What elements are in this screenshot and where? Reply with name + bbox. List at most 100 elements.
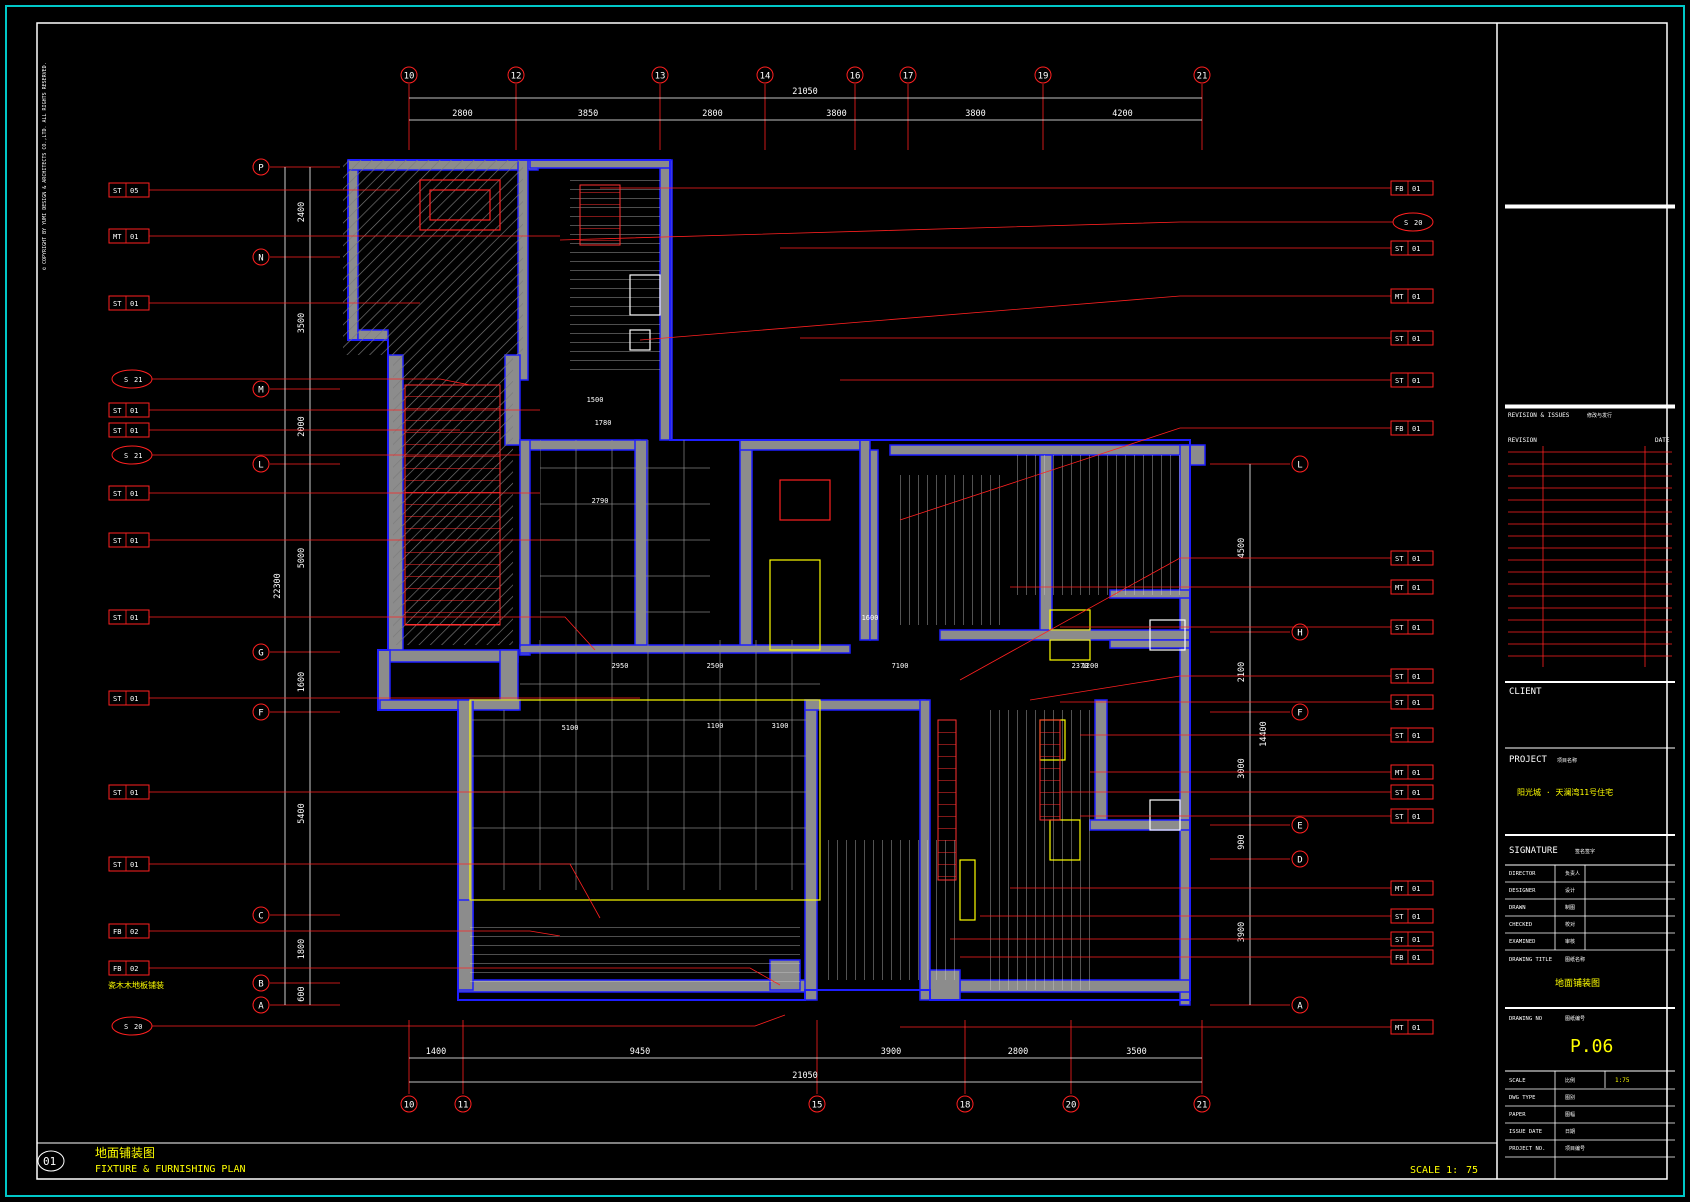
wall-segment <box>1179 444 1191 1006</box>
dimension-text: 4500 <box>1237 538 1247 558</box>
grid-label: L <box>1297 461 1302 471</box>
grid-bubble <box>956 1095 974 1113</box>
leader-line <box>149 967 781 986</box>
fb02-note: 瓷木木地板铺装 <box>108 980 164 990</box>
material-tag-box <box>1390 240 1434 256</box>
material-tag-box <box>108 485 150 501</box>
tag-code: S <box>124 1023 128 1031</box>
drawing-no-label: DRAWING NO <box>1509 1016 1542 1022</box>
tag-code: ST <box>113 427 122 435</box>
wall-segment <box>739 439 753 651</box>
date-col: DATE <box>1655 437 1670 444</box>
tag-number: 01 <box>130 614 138 622</box>
grid-label: 10 <box>404 1101 415 1111</box>
grid-bubble <box>1291 850 1309 868</box>
meta-cn: 日期 <box>1565 1129 1575 1135</box>
meta-label: PROJECT NO. <box>1509 1146 1545 1152</box>
grid-label: 16 <box>850 72 861 82</box>
tag-code: ST <box>1395 789 1404 797</box>
material-tag-box <box>1390 619 1434 635</box>
drawing-number: 01 <box>43 1155 56 1168</box>
dimension-text: 5000 <box>297 548 307 568</box>
tag-number: 01 <box>1412 813 1420 821</box>
floor-area <box>470 920 800 990</box>
tag-code: FB <box>113 928 121 936</box>
grid-bubble <box>252 643 270 661</box>
fixture <box>1049 609 1091 631</box>
grid-label: D <box>1297 856 1302 866</box>
grid-bubble <box>1193 66 1211 84</box>
revision-col: REVISION <box>1508 437 1537 444</box>
wall-segment <box>519 439 531 656</box>
drawing-no-value: P.06 <box>1570 1036 1613 1057</box>
dimension-text: 2800 <box>452 109 472 119</box>
tag-code: ST <box>113 187 122 195</box>
grid-bubble <box>1291 455 1309 473</box>
callout-bubble <box>111 445 153 465</box>
drawing-no-cn: 图纸编号 <box>1565 1015 1585 1022</box>
floor-area <box>630 440 710 640</box>
grid-bubble <box>252 974 270 992</box>
grid-bubble <box>899 66 917 84</box>
wall-segment <box>889 444 1191 456</box>
dimension-text: 3800 <box>965 109 985 119</box>
wall-segment <box>1094 699 1108 821</box>
drawing-title-label: DRAWING TITLE <box>1509 957 1552 963</box>
material-tag-box <box>1390 550 1434 566</box>
tag-number: 01 <box>130 789 138 797</box>
material-tag-box <box>108 923 150 939</box>
role-label: DIRECTOR <box>1509 871 1536 877</box>
material-tag-box <box>1390 931 1434 947</box>
dimension-text: 2000 <box>297 416 307 436</box>
room-dimension: 3100 <box>772 722 789 730</box>
dimension-text: 2100 <box>1237 662 1247 682</box>
tag-number: 01 <box>130 695 138 703</box>
tag-number: 01 <box>130 407 138 415</box>
grid-label: A <box>258 1002 264 1012</box>
grid-label: 21 <box>1197 72 1208 82</box>
tag-number: 01 <box>1412 335 1420 343</box>
tag-number: 01 <box>1412 293 1420 301</box>
callout-bubble <box>1392 212 1434 232</box>
fixtures <box>404 179 1186 921</box>
role-label: EXAMINED <box>1509 939 1536 945</box>
tag-number: 01 <box>1412 732 1420 740</box>
callout-bubble <box>111 369 153 389</box>
grid-bubble <box>252 455 270 473</box>
tag-number: 01 <box>1412 673 1420 681</box>
dimension-text: 1800 <box>297 939 307 959</box>
fixture <box>629 329 651 351</box>
material-tag-box <box>1390 949 1434 965</box>
grid-bubble <box>1291 816 1309 834</box>
tag-number: 01 <box>1412 185 1420 193</box>
tag-code: ST <box>1395 813 1404 821</box>
role-label: DESIGNER <box>1509 888 1536 894</box>
material-tag-box <box>1390 727 1434 743</box>
grid-bubble <box>846 66 864 84</box>
dimension-text: 14400 <box>1259 721 1269 747</box>
tag-code: ST <box>113 861 122 869</box>
leader-line <box>639 295 1391 341</box>
drawing-label: 01 地面铺装图 FIXTURE & FURNISHING PLAN SCALE… <box>37 1146 1478 1176</box>
tag-code: FB <box>1395 954 1403 962</box>
tag-number: 01 <box>130 300 138 308</box>
material-tag-box <box>108 228 150 244</box>
room-dimension: 1500 <box>587 396 604 404</box>
drawing-scale-label: SCALE 1: <box>1410 1165 1458 1176</box>
floor-finishes <box>343 160 1180 990</box>
grid-label: C <box>258 912 263 922</box>
tag-number: 05 <box>130 187 138 195</box>
grid-bubble <box>651 66 669 84</box>
wall-segment <box>939 629 1191 641</box>
material-tag-box <box>1390 330 1434 346</box>
grid-label: 15 <box>812 1101 823 1111</box>
wall-segment <box>739 439 861 451</box>
tag-code: ST <box>113 537 122 545</box>
grid-bubble <box>808 1095 826 1113</box>
tag-code: FB <box>113 965 121 973</box>
tag-code: MT <box>1395 769 1404 777</box>
material-tag-box <box>1390 808 1434 824</box>
room-dimension: 7100 <box>892 662 909 670</box>
tag-code: MT <box>1395 293 1404 301</box>
